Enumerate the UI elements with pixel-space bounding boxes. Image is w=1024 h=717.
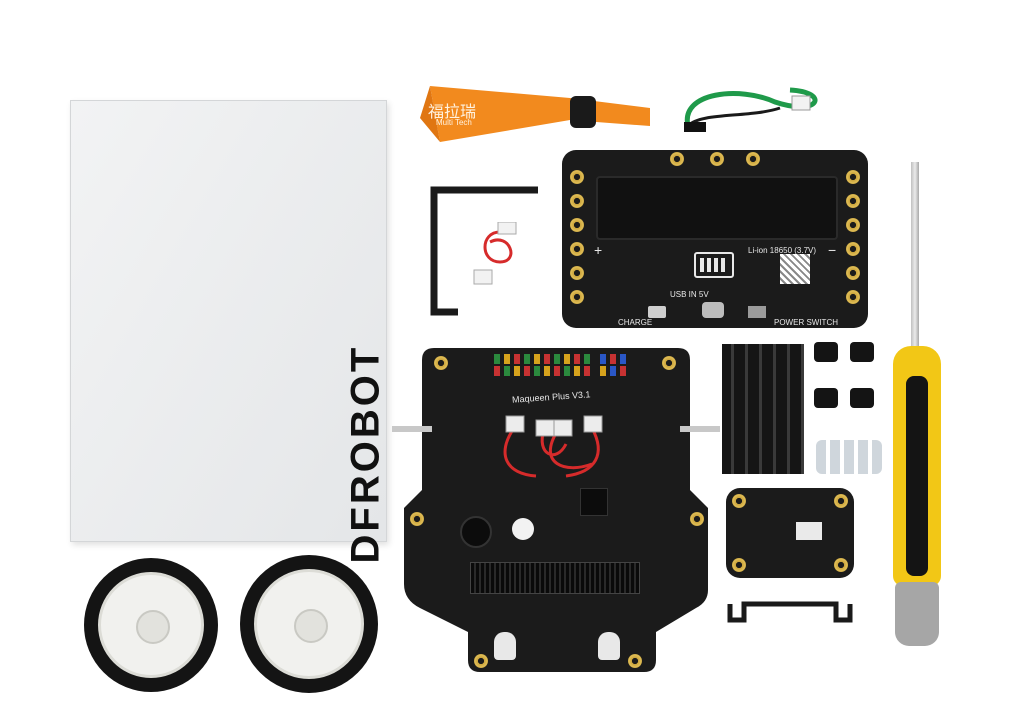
screwdriver-shaft [911, 162, 919, 348]
heatsink [722, 344, 804, 474]
sensor-board [726, 488, 854, 578]
lanyard-subtext: Multi Tech [436, 118, 472, 127]
wheel-right [240, 555, 378, 693]
battery-holder [596, 176, 838, 240]
screwdriver-cap [895, 582, 939, 646]
thumb-screw [814, 342, 838, 362]
sensor-connector [796, 522, 822, 540]
power-switch-label: POWER SWITCH [774, 318, 838, 327]
metal-screws [816, 440, 882, 474]
ir-sensor-right [598, 632, 620, 660]
battery-type-label: Li-ion 18650 (3.7V) [748, 246, 817, 255]
battery-plus-label: + [594, 242, 603, 258]
thumb-screw [850, 388, 874, 408]
power-switch [748, 306, 766, 318]
qr-code [780, 254, 810, 284]
thumb-screw [814, 388, 838, 408]
battery-minus-label: − [828, 242, 837, 258]
ir-sensor-left [494, 632, 516, 660]
motor-wires [503, 415, 603, 478]
thumb-screw [850, 342, 874, 362]
charge-label: CHARGE [618, 318, 653, 327]
main-board: Maqueen Plus V3.1 [392, 340, 720, 680]
green-cable [684, 87, 818, 132]
lanyard-text: 福拉瑞 [428, 104, 477, 121]
red-wire [473, 222, 517, 285]
capacitor [512, 518, 534, 540]
box-brand-text: DFROBOT [343, 344, 388, 564]
lanyard [420, 86, 650, 142]
usb-label: USB IN 5V [670, 290, 709, 299]
battery-level-icon [694, 252, 734, 278]
metal-bracket [430, 186, 538, 316]
small-bracket [727, 601, 853, 623]
battery-board: + − Li-ion 18650 (3.7V) USB IN 5V CHARGE… [562, 150, 868, 328]
chip [580, 488, 608, 516]
screwdriver-handle [893, 346, 941, 586]
instruction-box: DFROBOT [70, 100, 388, 564]
charge-port [648, 306, 666, 318]
usb-port [702, 302, 724, 318]
buzzer [460, 516, 492, 548]
edge-connector [470, 562, 640, 594]
wheel-left [84, 558, 218, 692]
